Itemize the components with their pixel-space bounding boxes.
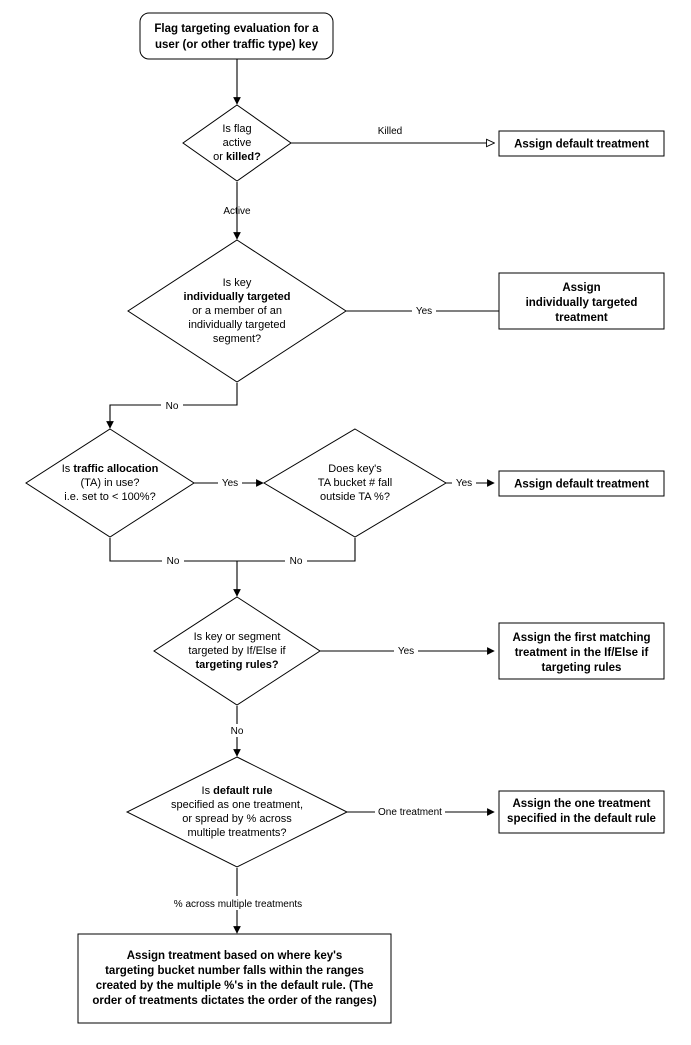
node-decision-active-killed[interactable]: Is flag active or killed?	[182, 104, 292, 182]
edge-label-indiv-no: No	[166, 401, 179, 412]
decision-indiv-line-2: individually targeted	[184, 291, 291, 303]
assign-first-matching-line-2: treatment in the If/Else if	[515, 647, 649, 659]
assign-one-treatment-shape	[498, 790, 665, 834]
decision-default-line-3: or spread by % across	[182, 813, 292, 825]
decision-rules-line-3: targeting rules?	[195, 659, 278, 671]
assign-bucket-ranges-line-1: Assign treatment based on where key's	[127, 950, 343, 962]
assign-indiv-line-1: Assign	[562, 282, 600, 294]
edge-default-multi: % across multiple treatments	[159, 868, 317, 934]
edge-label-bucket-yes: Yes	[456, 478, 472, 489]
edge-label-rules-yes: Yes	[398, 646, 414, 657]
assign-indiv-line-3: treatment	[555, 312, 608, 324]
node-decision-ifelse-rules[interactable]: Is key or segment targeted by If/Else if…	[153, 596, 321, 706]
assign-bucket-ranges-line-2: targeting bucket number falls within the…	[105, 965, 364, 977]
assign-bucket-ranges-shape	[77, 933, 392, 1024]
assign-default-killed-label: Assign default treatment	[514, 139, 649, 151]
assign-one-treatment-line-1: Assign the one treatment	[512, 798, 650, 810]
decision-ta-line-3: i.e. set to < 100%?	[64, 491, 155, 503]
decision-indiv-line-3: or a member of an	[192, 305, 282, 317]
edge-rules-no: No	[226, 706, 248, 757]
decision-active-killed-shape	[182, 104, 292, 182]
decision-bucket-line-3: outside TA %?	[320, 491, 390, 503]
decision-default-line-4: multiple treatments?	[187, 827, 286, 839]
edge-ta-no: No	[109, 538, 237, 567]
edge-default-one-treatment: One treatment	[347, 805, 495, 818]
edge-label-rules-no: No	[231, 726, 244, 737]
decision-active-killed-line-3: or killed?	[213, 151, 261, 163]
start-line-1: Flag targeting evaluation for a	[154, 23, 319, 35]
decision-indiv-line-1: Is key	[223, 277, 252, 289]
assign-first-matching-line-3: targeting rules	[542, 662, 622, 674]
node-start[interactable]: Flag targeting evaluation for a user (or…	[139, 12, 334, 60]
assign-first-matching-shape	[498, 622, 665, 680]
assign-default-ta-label: Assign default treatment	[514, 479, 649, 491]
decision-ifelse-rules-shape	[153, 596, 321, 706]
assign-bucket-ranges-line-3: created by the multiple %'s in the defau…	[96, 980, 374, 992]
edge-label-indiv-yes: Yes	[416, 306, 432, 317]
edge-individually-targeted-no: No	[106, 383, 238, 429]
edge-bucket-yes: Yes	[446, 476, 495, 489]
assign-one-treatment-line-2: specified in the default rule	[507, 813, 656, 825]
node-decision-individually-targeted[interactable]: Is key individually targeted or a member…	[127, 239, 347, 383]
decision-default-line-2: specified as one treatment,	[171, 799, 303, 811]
assign-first-matching-line-1: Assign the first matching	[512, 632, 650, 644]
decision-ta-bucket-shape	[263, 428, 447, 538]
decision-default-rule-shape	[125, 756, 349, 868]
edge-label-one-treatment: One treatment	[378, 807, 442, 818]
edge-label-multi-treatments: % across multiple treatments	[174, 899, 302, 910]
decision-default-line-1: Is default rule	[202, 785, 273, 797]
node-assign-individually-targeted[interactable]: Assign individually targeted treatment	[498, 272, 665, 330]
edge-label-ta-yes: Yes	[222, 478, 238, 489]
decision-bucket-line-1: Does key's	[328, 463, 382, 475]
start-line-2: user (or other traffic type) key	[155, 39, 319, 51]
decision-indiv-line-5: segment?	[213, 333, 261, 345]
edge-label-bucket-no: No	[290, 556, 303, 567]
edge-label-killed: Killed	[378, 126, 402, 137]
edge-ta-yes: Yes	[194, 476, 264, 489]
node-assign-first-matching[interactable]: Assign the first matching treatment in t…	[498, 622, 665, 680]
edge-label-ta-no: No	[167, 556, 180, 567]
decision-indiv-line-4: individually targeted	[188, 319, 285, 331]
default-rule-emphasis: default rule	[213, 785, 272, 797]
traffic-allocation-emphasis: traffic allocation	[73, 463, 158, 475]
decision-active-killed-line-1: Is flag	[222, 123, 251, 135]
assign-individually-targeted-shape	[498, 272, 665, 330]
decision-bucket-line-2: TA bucket # fall	[318, 477, 392, 489]
start-terminator-shape	[139, 12, 334, 60]
assign-indiv-line-2: individually targeted	[526, 297, 638, 309]
node-decision-ta-bucket[interactable]: Does key's TA bucket # fall outside TA %…	[263, 428, 447, 538]
decision-ta-line-1: Is traffic allocation	[62, 463, 159, 475]
node-decision-default-rule[interactable]: Is default rule specified as one treatme…	[125, 756, 349, 868]
decision-rules-line-2: targeted by If/Else if	[188, 645, 286, 657]
node-assign-default-ta[interactable]: Assign default treatment	[498, 470, 665, 497]
decision-traffic-allocation-shape	[25, 428, 195, 538]
edge-killed: Killed	[290, 126, 494, 143]
killed-emphasis: killed?	[226, 151, 261, 163]
edge-bucket-no: No	[237, 538, 356, 567]
edge-label-active: Active	[223, 206, 251, 217]
edge-rules-yes: Yes	[320, 644, 495, 657]
node-assign-default-killed[interactable]: Assign default treatment	[498, 130, 665, 157]
assign-default-killed-shape	[498, 130, 665, 157]
edge-individually-targeted-yes: Yes	[346, 304, 499, 317]
node-assign-one-treatment[interactable]: Assign the one treatment specified in th…	[498, 790, 665, 834]
edge-active: Active	[223, 182, 251, 240]
node-decision-traffic-allocation[interactable]: Is traffic allocation (TA) in use? i.e. …	[25, 428, 195, 538]
decision-rules-line-1: Is key or segment	[194, 631, 281, 643]
decision-ta-line-2: (TA) in use?	[80, 477, 139, 489]
decision-active-killed-line-2: active	[223, 137, 252, 149]
node-assign-bucket-ranges[interactable]: Assign treatment based on where key's ta…	[77, 933, 392, 1024]
decision-individually-targeted-shape	[127, 239, 347, 383]
assign-bucket-ranges-line-4: order of treatments dictates the order o…	[92, 995, 377, 1007]
assign-default-ta-shape	[498, 470, 665, 497]
